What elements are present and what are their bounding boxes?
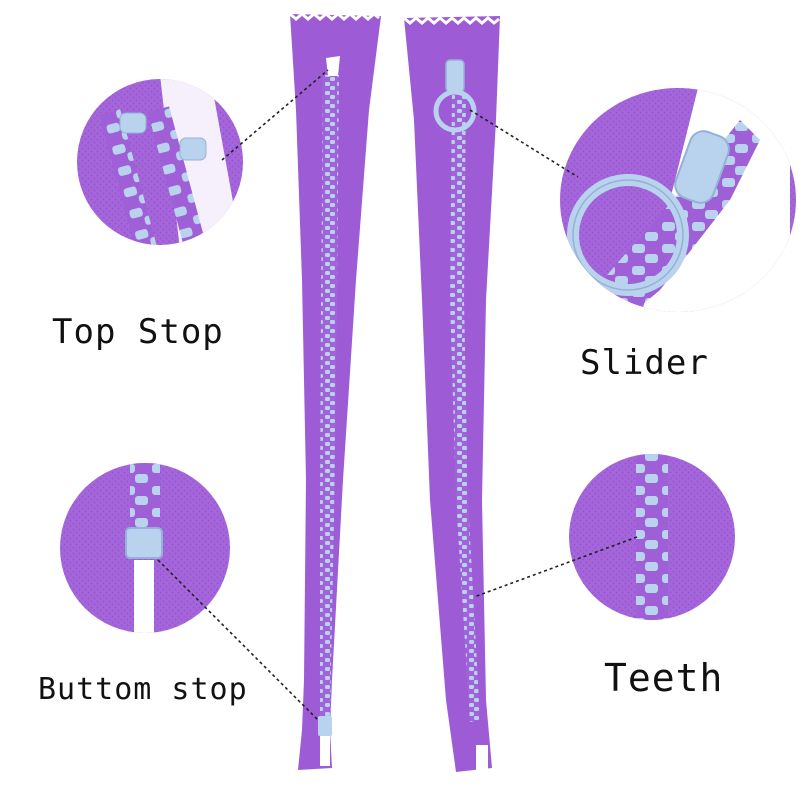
top-stop-marker — [326, 56, 340, 76]
slider-label: Slider — [580, 343, 709, 383]
right-zipper-teeth — [450, 90, 480, 722]
slider-pull — [433, 59, 477, 133]
right-zipper — [403, 16, 500, 773]
leader-lines — [157, 69, 638, 721]
bottom-stop-leader — [157, 559, 319, 721]
left-zipper-teeth — [320, 75, 339, 720]
top-stop-closeup — [77, 79, 243, 245]
teeth-closeup — [569, 454, 735, 620]
bottom-stop-marker — [318, 716, 332, 736]
teeth-leader — [473, 536, 638, 598]
right-zipper-tape — [404, 16, 500, 772]
left-zipper — [289, 12, 381, 770]
bottom-stop-label: Buttom stop — [38, 672, 248, 707]
teeth-label: Teeth — [604, 656, 724, 700]
slider-closeup — [560, 88, 796, 312]
bottom-stop-closeup — [60, 463, 230, 633]
top-stop-leader — [221, 69, 329, 161]
top-stop-label: Top Stop — [52, 312, 224, 352]
